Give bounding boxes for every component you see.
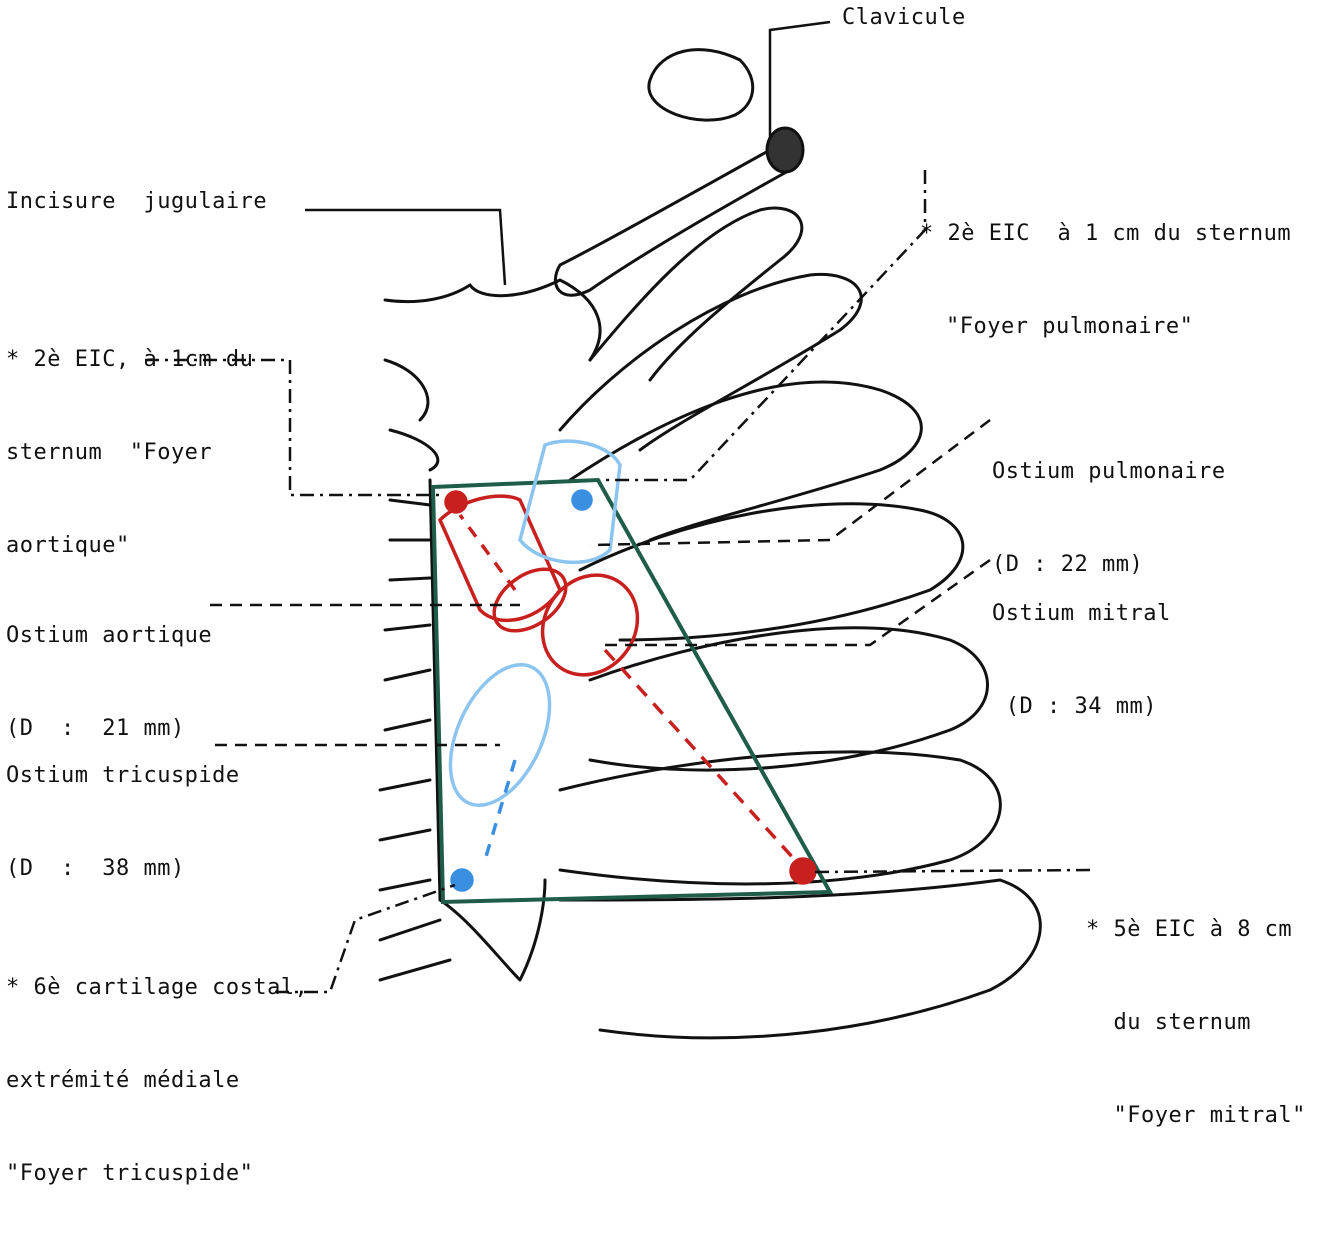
manubrium [385, 280, 600, 360]
tricuspid-arrow [485, 760, 515, 860]
label-ostium-tricuspide: Ostium tricuspide (D : 38 mm) [6, 698, 240, 946]
label-foyer-aortique-line-3: aortique" [6, 530, 253, 561]
label-ostium-mitral-line-1: Ostium mitral [992, 598, 1171, 629]
label-ostium-mitral-line-2: (D : 34 mm) [992, 691, 1171, 722]
label-foyer-tricuspide-line-2: extrémité médiale [6, 1065, 308, 1096]
label-foyer-tricuspide-line-1: * 6è cartilage costal, [6, 972, 308, 1003]
label-foyer-aortique-line-2: sternum "Foyer [6, 437, 253, 468]
label-foyer-pulmonaire-line-2: "Foyer pulmonaire" [920, 311, 1291, 342]
label-ostium-pulmonaire-line-1: Ostium pulmonaire [992, 456, 1226, 487]
foyer-aortique-dot [446, 492, 466, 512]
rib-6 [560, 752, 1000, 884]
label-incisure-jugulaire: Incisure jugulaire [6, 186, 267, 217]
label-ostium-aortique-line-1: Ostium aortique [6, 620, 212, 651]
label-ostium-tricuspide-line-2: (D : 38 mm) [6, 853, 240, 884]
clavicle-shape [555, 150, 790, 295]
label-foyer-tricuspide-line-3: "Foyer tricuspide" [6, 1158, 308, 1189]
rib-1 [590, 208, 802, 380]
foyer-mitral-dot [791, 859, 815, 883]
leader-ostium-pulmonaire [590, 420, 990, 545]
leader-foyer-mitral [815, 870, 1090, 872]
label-foyer-mitral: * 5è EIC à 8 cm du sternum "Foyer mitral… [1086, 852, 1306, 1193]
aortic-arrow [460, 515, 515, 590]
label-foyer-aortique-line-1: * 2è EIC, à 1cm du [6, 344, 253, 375]
leader-incisure [305, 210, 505, 285]
label-clavicule: Clavicule [842, 2, 966, 33]
scapula-process [649, 50, 753, 121]
rib-2 [560, 274, 861, 450]
leader-clavicule [770, 22, 830, 140]
clavicle-section [767, 128, 803, 172]
foyer-pulmonaire-dot [573, 491, 591, 509]
heart-projection-frame [433, 480, 830, 902]
label-foyer-pulmonaire: * 2è EIC à 1 cm du sternum "Foyer pulmon… [920, 156, 1291, 404]
label-foyer-mitral-line-1: * 5è EIC à 8 cm [1086, 914, 1306, 945]
ostium-mitral-ring [523, 557, 656, 694]
rib-5 [590, 628, 988, 770]
label-foyer-mitral-line-2: du sternum [1086, 1007, 1306, 1038]
label-foyer-pulmonaire-line-1: * 2è EIC à 1 cm du sternum [920, 218, 1291, 249]
label-foyer-mitral-line-3: "Foyer mitral" [1086, 1100, 1306, 1131]
ostium-aortique-ring [483, 557, 577, 644]
ostium-tricuspide-ring [430, 649, 570, 820]
rib-7 [560, 880, 1040, 1038]
diagram-stage: Clavicule Incisure jugulaire * 2è EIC, à… [0, 0, 1328, 1088]
foyer-tricuspide-dot [452, 870, 472, 890]
label-ostium-tricuspide-line-1: Ostium tricuspide [6, 760, 240, 791]
rib-3 [570, 382, 921, 540]
label-foyer-tricuspide: * 6è cartilage costal, extrémité médiale… [6, 910, 308, 1251]
aortic-tube [440, 496, 560, 620]
label-ostium-mitral: Ostium mitral (D : 34 mm) [992, 536, 1171, 784]
